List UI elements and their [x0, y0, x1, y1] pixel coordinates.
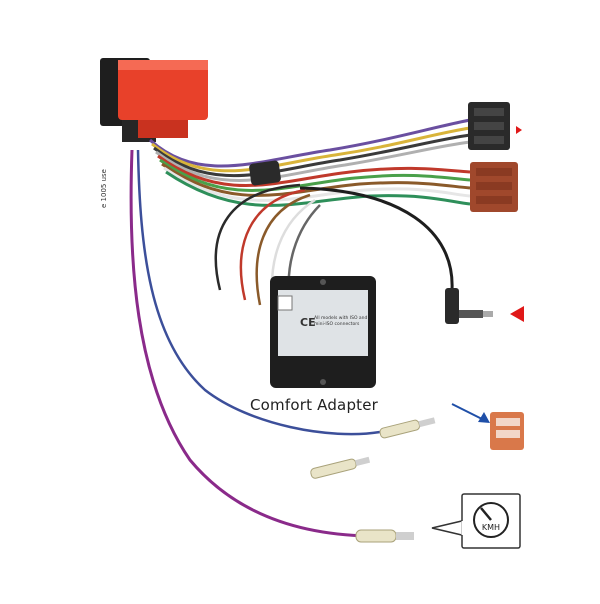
jack-plug	[445, 288, 493, 324]
side-label: e 1005 use	[100, 169, 108, 208]
black-mini-iso-connector	[468, 102, 510, 150]
module-wires	[214, 183, 321, 306]
red-arrow-top	[516, 126, 522, 134]
brown-mini-iso-connector	[470, 162, 518, 212]
speed-signal-callout: KMH	[431, 493, 521, 549]
bundle-sleeve	[249, 160, 281, 186]
purple-wire	[129, 149, 371, 538]
comfort-adapter-module	[270, 276, 376, 388]
blue-arrow-head	[478, 412, 490, 423]
wire-bundle	[148, 118, 471, 207]
ce-mark: CE	[300, 316, 316, 329]
loose-bullet-plug	[310, 456, 371, 479]
product-caption: Comfort Adapter	[250, 396, 379, 414]
pink-connector	[490, 412, 524, 450]
red-arrow-middle	[510, 306, 524, 322]
blue-wire	[136, 149, 381, 436]
blue-arrow-line	[451, 403, 485, 421]
blue-bullet-plug	[379, 417, 436, 439]
module-note-line2: mini-ISO connectors	[314, 322, 360, 327]
module-note-line1: All models with ISO and	[314, 316, 368, 321]
red-iso-connector	[118, 60, 208, 138]
purple-wire-plug	[355, 529, 414, 543]
speed-badge-text: KMH	[482, 523, 500, 532]
jack-cable	[299, 186, 454, 291]
